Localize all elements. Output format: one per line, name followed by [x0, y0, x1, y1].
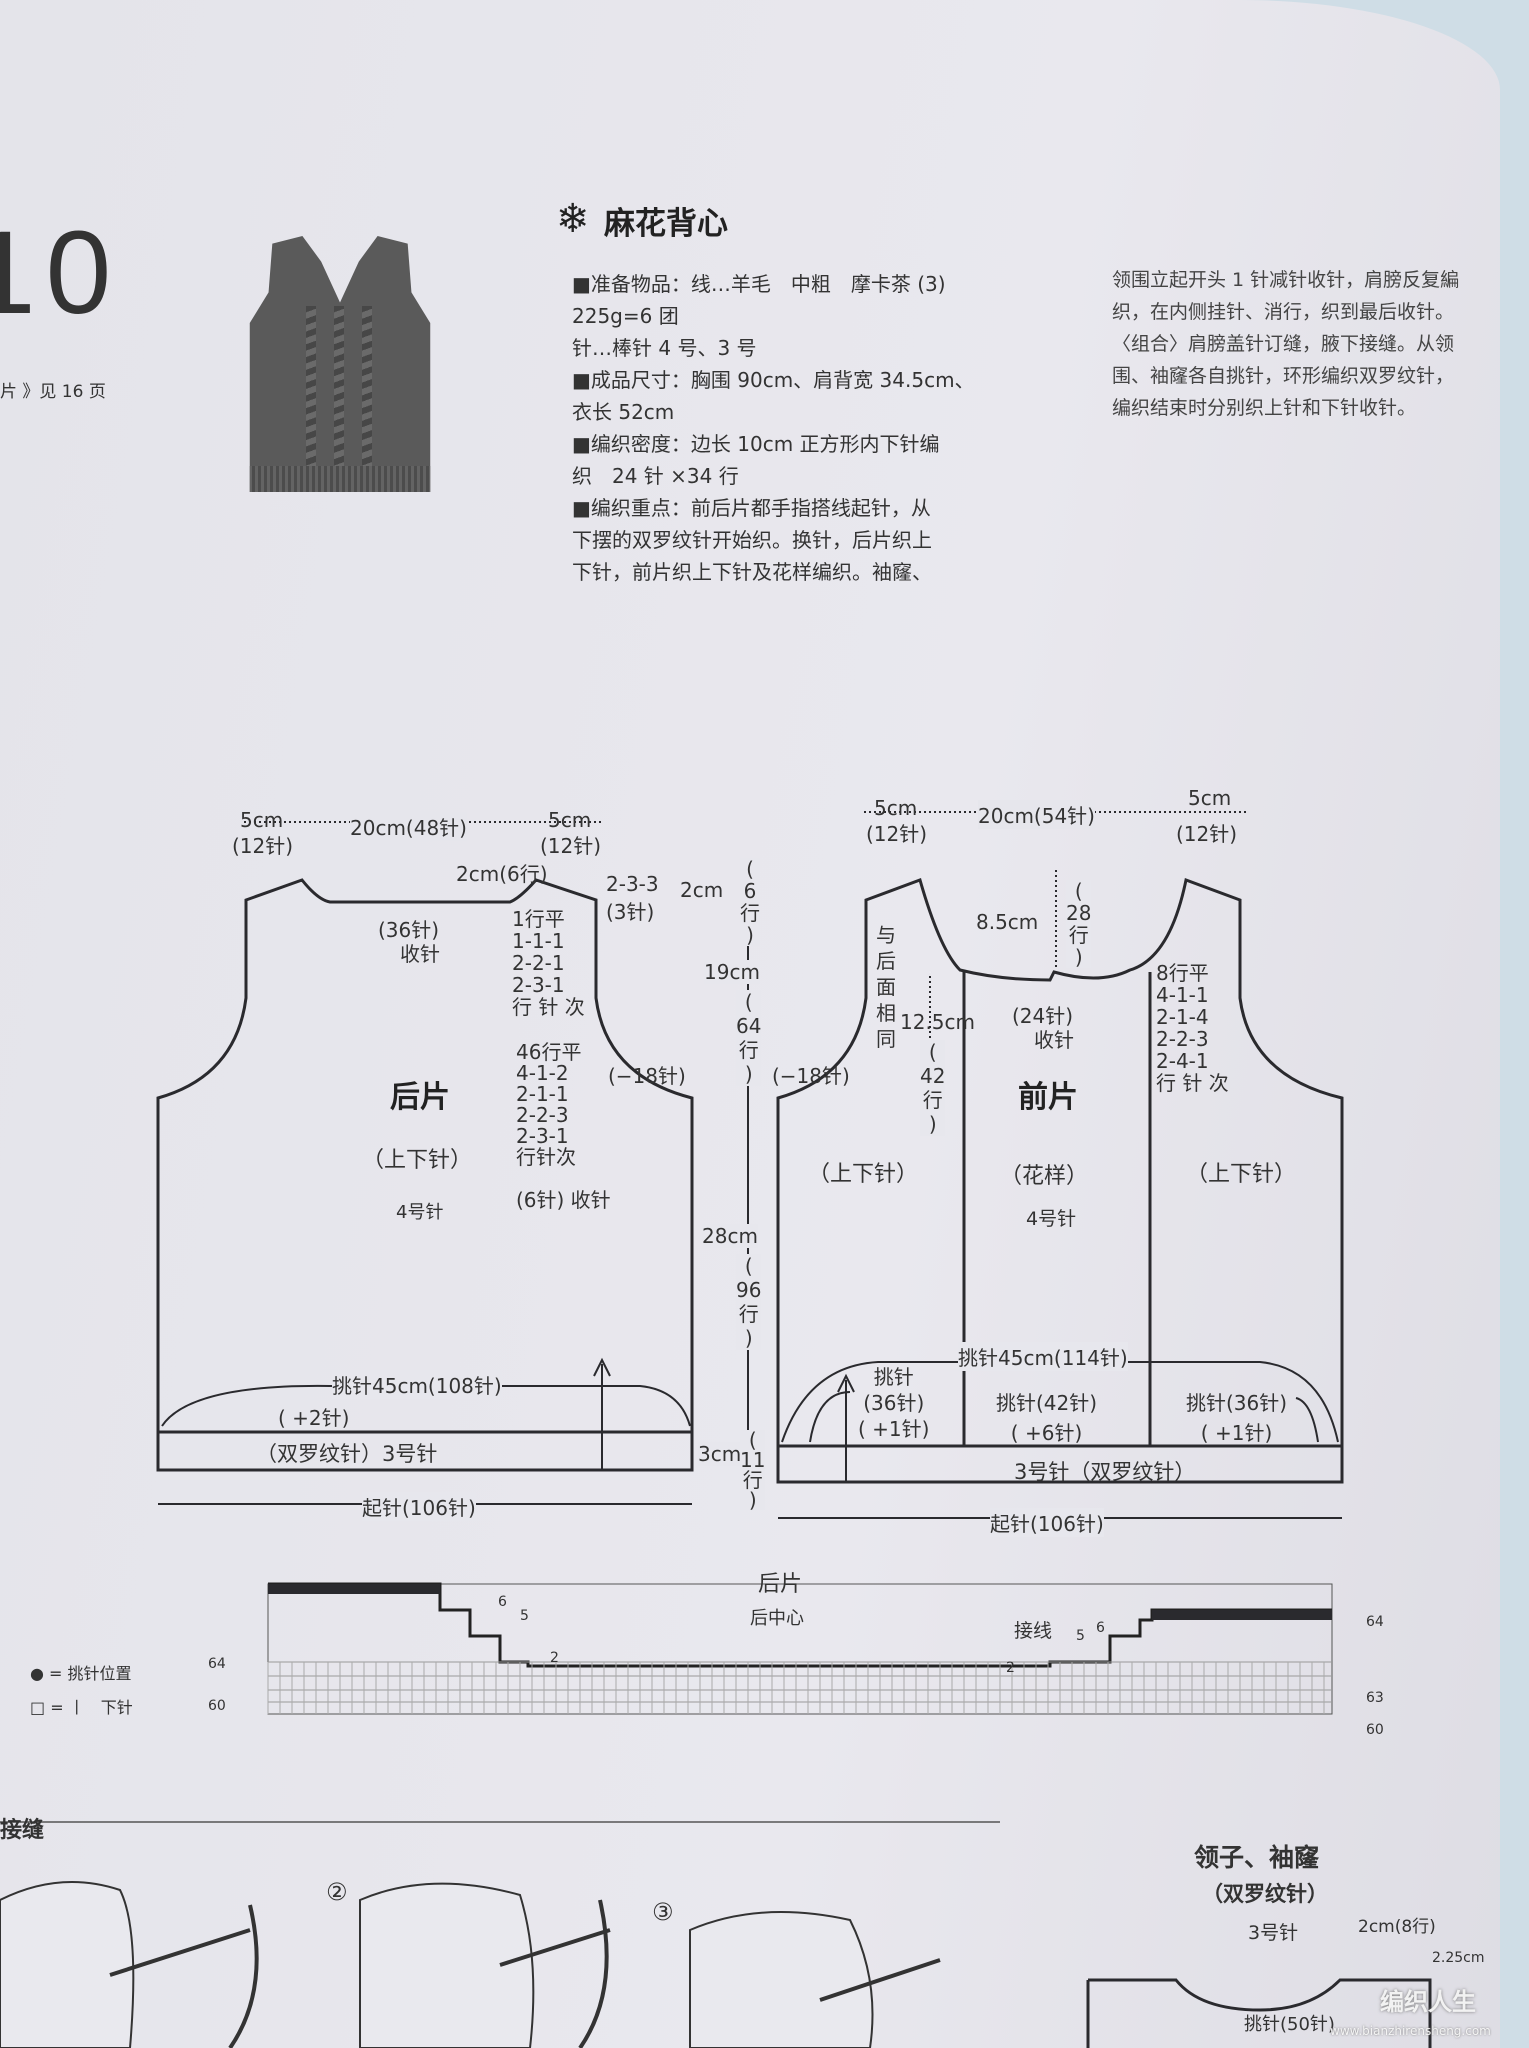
watermark-logo: 编织人生 — [1380, 1988, 1476, 2016]
front-pickup-right: 挑针(36针)( +1针) — [1186, 1391, 1288, 1445]
back-pickup-increase: ( +2针) — [278, 1406, 350, 1430]
watermark-url: www.bianzhirensheng.com — [1330, 2024, 1491, 2038]
legend-pickup: ● = 挑针位置 — [30, 1664, 132, 1683]
chart-row-60-right: 60 — [1366, 1722, 1384, 1738]
front-cast-on: 起针(106针) — [990, 1508, 1104, 1537]
back-cast-on: 起针(106针) — [362, 1492, 476, 1521]
back-shoulder-stitches: (3针) — [606, 900, 655, 924]
legend-knit: □ = 丨 下针 — [30, 1698, 133, 1717]
front-armhole-decrease: (−18针) — [772, 1064, 850, 1088]
back-top-left-stitches: (12针) — [232, 834, 294, 858]
dim-armhole-height: 19cm — [704, 960, 760, 984]
front-same-as-back: 与后面相同 — [876, 923, 896, 1051]
front-neck-bind: 收针 — [1034, 1028, 1074, 1052]
front-needle-size: 4号针 — [1026, 1208, 1077, 1230]
front-neck-depth: 8.5cm — [976, 910, 1039, 934]
chart-row-63-right: 63 — [1366, 1690, 1384, 1706]
back-top-left-dim: 5cm — [240, 808, 284, 832]
chart-bind-2-right: 2 — [1006, 1660, 1015, 1676]
seam-section-title: 接缝 — [0, 1818, 45, 1843]
front-ribbing: 3号针（双罗纹针） — [1014, 1460, 1196, 1484]
collar-dim: 2cm(8行) — [1358, 1917, 1436, 1937]
back-neck-bind: 收针 — [400, 942, 440, 966]
front-pickup-center: 挑针(42针)( +6针) — [996, 1391, 1098, 1445]
collar-title: 领子、袖窿 — [1194, 1843, 1320, 1872]
back-ribbing: （双罗纹针）3号针 — [256, 1442, 438, 1466]
back-armhole-bind: (6针) 收针 — [516, 1188, 611, 1212]
dim-ribbing-height: 3cm — [698, 1442, 742, 1466]
front-top-left-stitches: (12针) — [866, 822, 928, 846]
snowflake-icon: ❄ — [556, 196, 590, 242]
chart-back-center: 后中心 — [750, 1608, 804, 1629]
chart-row-64-left: 64 — [208, 1656, 226, 1672]
front-top-right-stitches: (12针) — [1176, 822, 1238, 846]
assembly-notes: 领围立起开头 1 针减针收针，肩膀反复編织，在内侧挂针、消行，织到最后收针。〈组… — [1112, 269, 1460, 419]
back-neck-stitches: (36针) — [378, 918, 440, 942]
chart-bind-6-right: 6 — [1096, 1620, 1105, 1636]
collar-dim-small: 2.25cm — [1432, 1950, 1485, 1966]
back-shoulder-rule: 2-3-3 — [606, 872, 659, 896]
back-neck-depth: 2cm(6行) — [456, 862, 548, 886]
chart-row-64-right: 64 — [1366, 1614, 1384, 1630]
materials-text: ■准备物品：线…羊毛 中粗 摩卡茶 (3)225g=6 团针…棒针 4 号、3 … — [572, 272, 975, 584]
pattern-number: 10 — [0, 207, 122, 339]
chart-bind-2-left: 2 — [550, 1650, 559, 1666]
back-needle-size: 4号针 — [396, 1202, 444, 1223]
back-neck-width: 20cm(48针) — [350, 812, 467, 841]
back-top-right-stitches: (12针) — [540, 834, 602, 858]
front-right-stitch: （上下针） — [1186, 1162, 1297, 1187]
page-reference: 片 》见 16 页 — [0, 382, 106, 402]
front-neck-stitches: (24针) — [1012, 1004, 1074, 1028]
front-piece-title: 前片 — [1018, 1080, 1078, 1115]
back-armhole-decrease: (−18针) — [608, 1064, 686, 1088]
chart-bind-5: 5 — [520, 1608, 529, 1624]
dim-body-height: 28cm — [702, 1224, 758, 1248]
front-left-stitch: （上下针） — [808, 1162, 919, 1187]
collar-pickup: 挑针(50针) — [1244, 2014, 1335, 2035]
front-pickup-left: 挑针(36针)( +1针) — [858, 1365, 930, 1441]
chart-row-60-left: 60 — [208, 1698, 226, 1714]
chart-join-yarn: 接线 — [1014, 1620, 1053, 1642]
pattern-title: 麻花背心 — [604, 206, 728, 242]
front-pickup-total: 挑针45cm(114针) — [958, 1342, 1128, 1371]
front-neck-width: 20cm(54针) — [978, 800, 1095, 829]
front-top-left-dim: 5cm — [874, 796, 918, 820]
seam-step-3: ③ — [652, 1898, 674, 1926]
chart-bind-6: 6 — [498, 1594, 507, 1610]
front-armhole-depth: 12.5cm — [900, 1010, 976, 1034]
chart-title: 后片 — [758, 1572, 803, 1597]
dim-neck-depth: 2cm — [680, 878, 724, 902]
back-pickup: 挑针45cm(108针) — [332, 1370, 502, 1399]
seam-step-2: ② — [326, 1878, 348, 1906]
collar-needle: 3号针 — [1248, 1922, 1299, 1944]
back-stitch-type: （上下针） — [362, 1148, 473, 1173]
front-top-right-dim: 5cm — [1188, 786, 1232, 810]
front-center-stitch: （花样） — [1000, 1164, 1089, 1189]
back-top-right-dim: 5cm — [548, 808, 592, 832]
back-piece-title: 后片 — [390, 1080, 450, 1115]
chart-bind-5-right: 5 — [1076, 1628, 1085, 1644]
collar-stitch: （双罗纹针） — [1202, 1882, 1328, 1906]
